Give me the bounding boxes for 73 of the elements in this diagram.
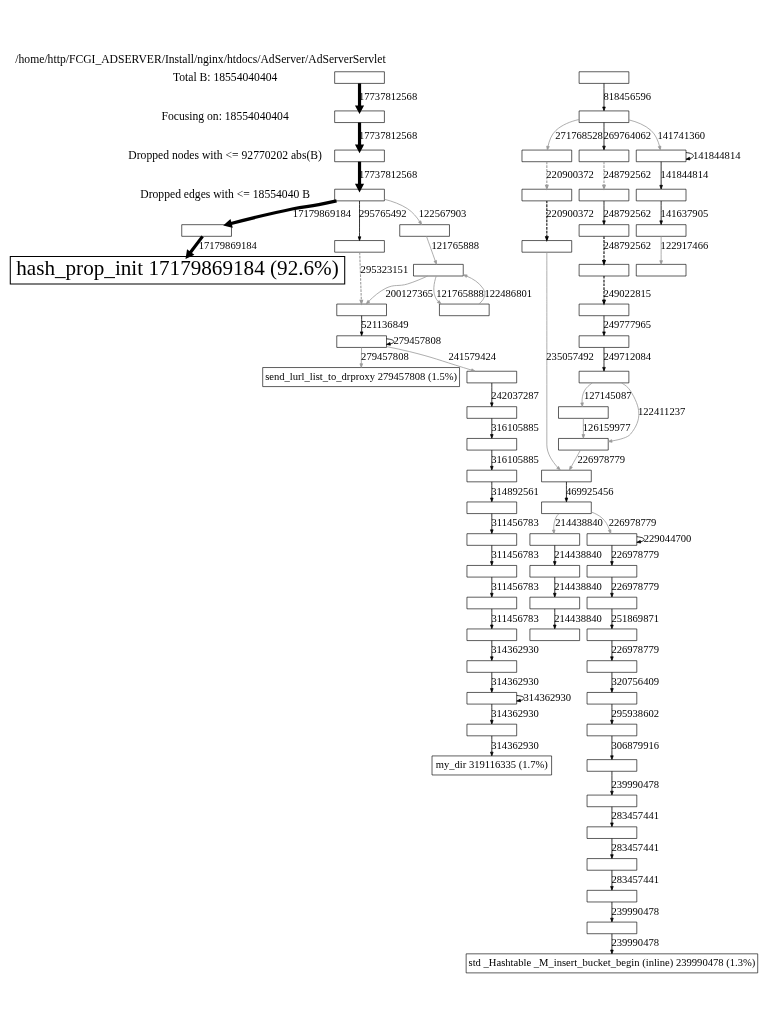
edge-label: 818456596 xyxy=(603,90,652,102)
edge-label: 214438840 xyxy=(554,580,602,592)
edge-label: 141741360 xyxy=(657,129,706,141)
edge-label: 121765888 xyxy=(436,287,484,299)
edge-label: 521136849 xyxy=(361,319,409,331)
edge-label: 226978779 xyxy=(611,549,660,561)
edge-label: 279457808 xyxy=(361,351,409,363)
edge-label: 235057492 xyxy=(546,351,594,363)
edge-label: 214438840 xyxy=(555,517,603,529)
edge-label: 311456783 xyxy=(491,612,539,624)
edge-label: 248792562 xyxy=(603,169,652,181)
edge-label: 127145087 xyxy=(583,390,632,402)
edge-label: 271768528 xyxy=(555,129,603,141)
edge-label: 283457441 xyxy=(611,842,660,854)
edge-label: 248792562 xyxy=(603,208,652,220)
edge-label: 226978779 xyxy=(608,517,657,529)
edge-label: 17737812568 xyxy=(359,129,418,141)
edge-label: 126159977 xyxy=(582,422,631,434)
edge-label: 239990478 xyxy=(611,778,660,790)
edge-label: 214438840 xyxy=(554,612,602,624)
edge-label: 279457808 xyxy=(393,335,442,347)
edge-label: 295323151 xyxy=(360,263,409,275)
edge-label: 17179869184 xyxy=(292,208,352,220)
edge-label: 220900372 xyxy=(546,169,594,181)
edge-label: 311456783 xyxy=(491,549,539,561)
edge-label: 320756409 xyxy=(611,676,660,688)
edge-label: 141844814 xyxy=(660,169,709,181)
edge-label: 311456783 xyxy=(491,580,539,592)
edge-label: 141637905 xyxy=(660,208,709,220)
edge-label: 122567903 xyxy=(418,208,467,220)
edge-label: 239990478 xyxy=(611,937,660,949)
label: Dropped edges with <= 18554040 B xyxy=(140,188,310,202)
edge-label: 295938602 xyxy=(611,707,660,719)
edge-label: 249712084 xyxy=(603,351,652,363)
label: Focusing on: 18554040404 xyxy=(161,109,289,123)
edge-label: 214438840 xyxy=(554,549,602,561)
edge-label: 311456783 xyxy=(491,517,539,529)
edge-label: 314362930 xyxy=(491,676,539,688)
edge-label: 314362930 xyxy=(491,644,539,656)
edge-label: 141844814 xyxy=(692,149,741,161)
edge-label: 248792562 xyxy=(603,240,652,252)
edge-label: 122411237 xyxy=(638,406,686,418)
edge-label: 242037287 xyxy=(491,390,539,402)
edge-label: 226978779 xyxy=(577,453,626,465)
edge-label: 220900372 xyxy=(546,208,594,220)
edge-label: 122486801 xyxy=(484,287,533,299)
edge-label: 17179869184 xyxy=(198,240,257,252)
label: Total B: 18554040404 xyxy=(172,70,278,84)
edge-label: 17737812568 xyxy=(359,90,418,102)
edge-label: 239990478 xyxy=(611,905,660,917)
edge-label: 226978779 xyxy=(611,644,660,656)
edge-label: 314362930 xyxy=(523,691,572,703)
edge-label: 251869871 xyxy=(611,612,660,624)
edge-label: 314892561 xyxy=(491,485,539,497)
edge-label: 306879916 xyxy=(611,739,660,751)
edge-label: 283457441 xyxy=(611,873,660,885)
edge-label: 316105885 xyxy=(491,453,539,465)
edge-label: 283457441 xyxy=(611,810,660,822)
label: Dropped nodes with <= 92770202 abs(B) xyxy=(128,148,322,162)
edge-label: 316105885 xyxy=(491,422,539,434)
edge-label: 229044700 xyxy=(643,533,692,545)
edge-label: 249022815 xyxy=(603,287,652,299)
edge-label: 226978779 xyxy=(611,580,660,592)
edge-label: 121765888 xyxy=(431,240,480,252)
edge-label: 122917466 xyxy=(660,240,709,252)
edge-label: 241579424 xyxy=(448,351,497,363)
edge-label: 269764062 xyxy=(603,129,652,141)
edge-label: 314362930 xyxy=(491,707,539,719)
diagram-title: /home/http/FCGI_ADSERVER/Install/nginx/htdocs/AdServer/AdServerServlet xyxy=(15,52,386,66)
edge-label: 17737812568 xyxy=(359,169,418,181)
edge-label: 200127365 xyxy=(385,287,434,299)
edge-label: 249777965 xyxy=(603,319,652,331)
edge-label: 314362930 xyxy=(491,739,539,751)
